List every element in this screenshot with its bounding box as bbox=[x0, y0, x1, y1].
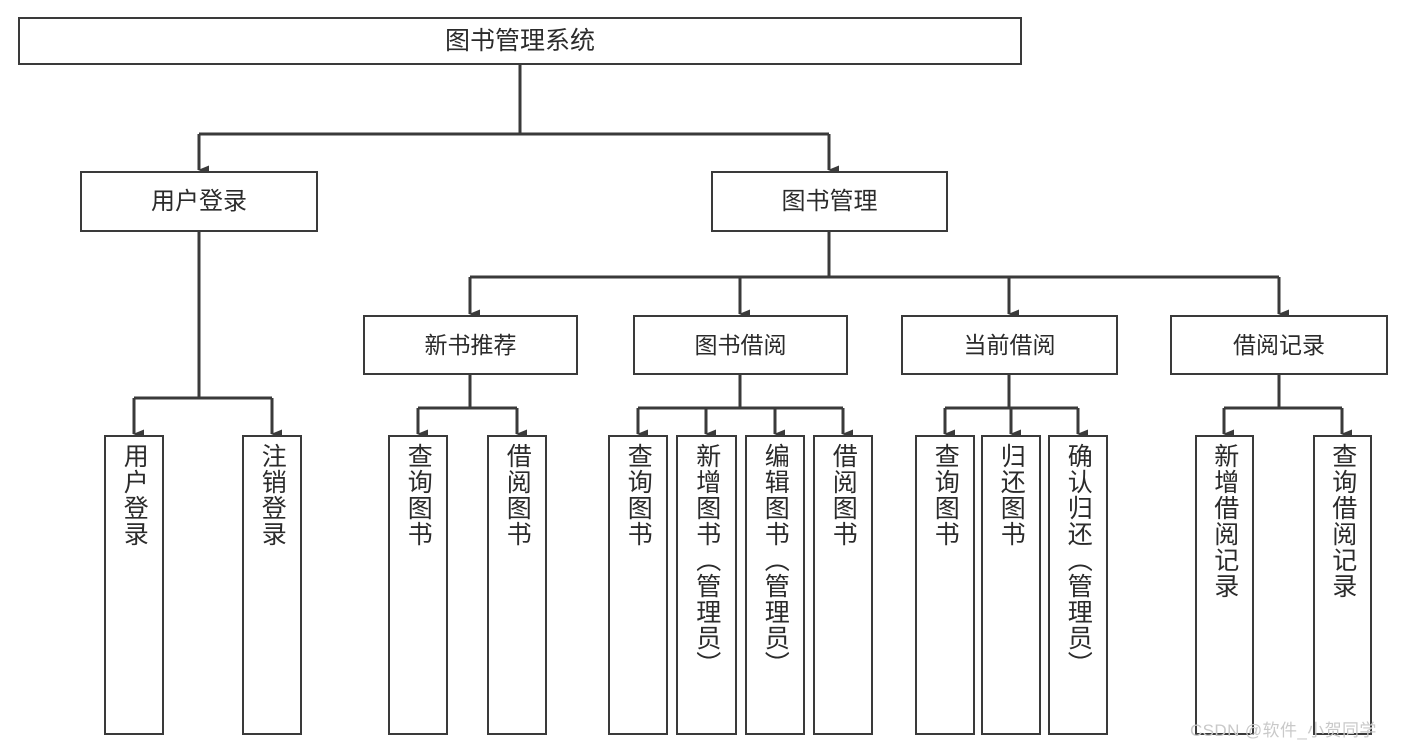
node-label: 借阅图书 bbox=[829, 443, 858, 547]
node-label: 图书管理 bbox=[781, 187, 878, 215]
node-label: 查询图书 bbox=[624, 443, 653, 547]
node-label: 查询图书 bbox=[931, 443, 960, 547]
leaf-add-book-admin[interactable]: 新增图书（管理员） bbox=[676, 435, 737, 735]
leaf-user-logout[interactable]: 注销登录 bbox=[242, 435, 302, 735]
leaf-query-borrow-record[interactable]: 查询借阅记录 bbox=[1313, 435, 1372, 735]
node-label: 查询借阅记录 bbox=[1328, 443, 1357, 599]
node-label: 当前借阅 bbox=[963, 331, 1056, 358]
leaf-return-book[interactable]: 归还图书 bbox=[981, 435, 1041, 735]
node-borrow-record[interactable]: 借阅记录 bbox=[1170, 315, 1388, 375]
node-label: 用户登录 bbox=[120, 443, 149, 547]
node-label: 图书借阅 bbox=[694, 331, 787, 358]
node-label: 用户登录 bbox=[151, 187, 247, 215]
node-current-borrow[interactable]: 当前借阅 bbox=[901, 315, 1118, 375]
node-label: 归还图书 bbox=[997, 443, 1026, 547]
node-label: 借阅图书 bbox=[503, 443, 532, 547]
node-label: 借阅记录 bbox=[1233, 331, 1325, 358]
node-book-borrow[interactable]: 图书借阅 bbox=[633, 315, 848, 375]
leaf-edit-book-admin[interactable]: 编辑图书（管理员） bbox=[745, 435, 805, 735]
leaf-borrow-book[interactable]: 借阅图书 bbox=[813, 435, 873, 735]
leaf-user-login[interactable]: 用户登录 bbox=[104, 435, 164, 735]
node-label: 新增图书（管理员） bbox=[692, 443, 721, 677]
node-book-management[interactable]: 图书管理 bbox=[711, 171, 948, 232]
node-label: 图书管理系统 bbox=[444, 26, 595, 55]
node-label: 新增借阅记录 bbox=[1210, 443, 1239, 599]
node-label: 确认归还（管理员） bbox=[1064, 443, 1093, 677]
leaf-borrow-book-recommend[interactable]: 借阅图书 bbox=[487, 435, 547, 735]
node-label: 注销登录 bbox=[258, 443, 287, 547]
leaf-query-book-borrow[interactable]: 查询图书 bbox=[608, 435, 668, 735]
node-label: 查询图书 bbox=[404, 443, 433, 547]
leaf-query-book-recommend[interactable]: 查询图书 bbox=[388, 435, 448, 735]
node-root-book-management-system[interactable]: 图书管理系统 bbox=[18, 17, 1022, 65]
leaf-confirm-return-admin[interactable]: 确认归还（管理员） bbox=[1048, 435, 1108, 735]
node-label: 新书推荐 bbox=[424, 331, 517, 358]
leaf-add-borrow-record[interactable]: 新增借阅记录 bbox=[1195, 435, 1254, 735]
leaf-query-book-current[interactable]: 查询图书 bbox=[915, 435, 975, 735]
node-new-book-recommend[interactable]: 新书推荐 bbox=[363, 315, 578, 375]
node-label: 编辑图书（管理员） bbox=[761, 443, 790, 677]
node-user-login[interactable]: 用户登录 bbox=[80, 171, 318, 232]
